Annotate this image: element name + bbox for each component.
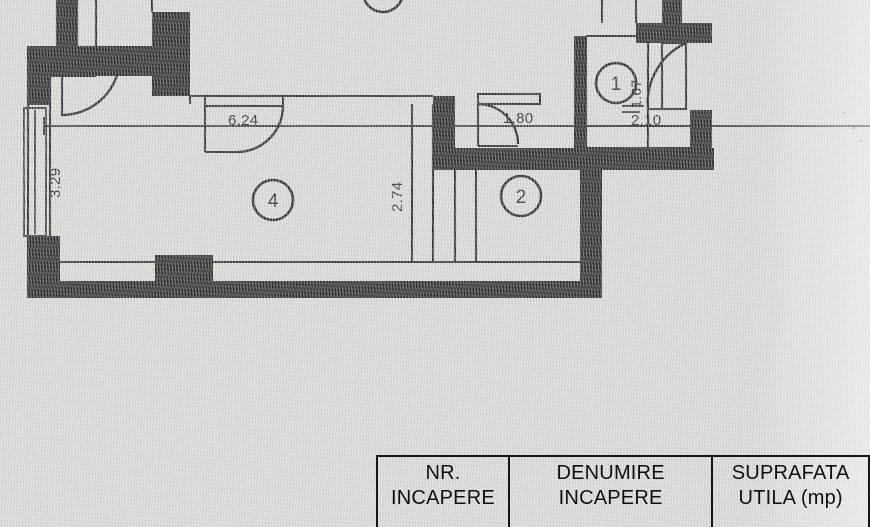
wall-room1-left: [574, 36, 586, 150]
door-arc-room2: [477, 102, 520, 145]
wall-top-left-stub: [57, 0, 76, 46]
dimension-labels: 6.24 1.80 2.10 3.29 2.74 1.67: [47, 80, 661, 212]
wall-room1-bottom: [602, 148, 714, 170]
room-marker-1-circle: [594, 61, 638, 105]
door-leaf-right-hall: [660, 41, 688, 111]
room-marker-4-label: 4: [268, 191, 279, 212]
wall-bottom-main: [28, 262, 600, 298]
wall-bottom-step-block: [155, 255, 213, 285]
table-header-denumire-line2: INCAPERE: [558, 487, 663, 509]
wall-room2-top: [455, 148, 602, 170]
table-header-cell-suprafata-utila: SUPRAFATA UTILA (mp): [713, 457, 868, 527]
room-marker-top-cut-circle: [363, 0, 403, 14]
table-header-cell-nr-incapere: NR. INCAPERE: [378, 457, 510, 527]
door-arc-center: [236, 105, 285, 154]
wall-left-window-jamb: [44, 236, 60, 272]
door-arc-upper-left: [61, 56, 122, 117]
table-header-nr-line2: INCAPERE: [391, 487, 495, 509]
room-schedule-table: NR. INCAPERE DENUMIRE INCAPERE SUPRAFATA…: [376, 455, 870, 527]
door-arc-right-hall: [646, 41, 687, 110]
table-header-denumire-line1: DENUMIRE: [556, 462, 665, 484]
dim-label-167: 1.67: [628, 80, 644, 108]
room-marker-4-circle: [251, 178, 295, 222]
table-header-nr-line1: NR.: [425, 462, 461, 484]
interior-line-work: [23, 0, 690, 298]
dim-label-210: 2.10: [631, 112, 661, 129]
wall-right-top-stub: [662, 0, 682, 25]
room-marker-2-label: 2: [516, 187, 527, 208]
paper-speck: [843, 112, 845, 114]
room-marker-2-circle: [499, 174, 543, 218]
dimension-lines: [43, 105, 870, 135]
table-header-suprafata-utila: SUPRAFATA UTILA (mp): [732, 461, 850, 511]
table-header-suprafata-line2: UTILA (mp): [738, 487, 843, 509]
table-header-suprafata-line1: SUPRAFATA: [731, 462, 850, 484]
wall-room2-left-vertical: [433, 96, 455, 170]
wall-center-pier-arm: [96, 46, 190, 76]
wall-structure: [28, 0, 714, 298]
dim-label-624: 6.24: [228, 112, 258, 129]
door-leaf-room2: [476, 92, 542, 106]
room-marker-1-label: 1: [611, 74, 622, 95]
dim-label-274: 2.74: [389, 182, 406, 212]
wall-left-exterior-upper: [28, 76, 50, 105]
table-header-denumire-incapere: DENUMIRE INCAPERE: [556, 461, 664, 511]
wall-room2-right: [580, 148, 602, 298]
paper-speck: [852, 126, 855, 129]
dim-label-329: 3.29: [47, 168, 64, 198]
wall-right-hall-top: [636, 23, 712, 43]
table-header-cell-denumire-incapere: DENUMIRE INCAPERE: [510, 457, 714, 527]
paper-speck: [860, 140, 862, 142]
door-leaf-top-left-2: [62, 45, 122, 60]
table-header-nr-incapere: NR. INCAPERE: [391, 461, 495, 511]
dim-label-180: 1.80: [503, 110, 533, 127]
door-leaf-center: [203, 94, 285, 108]
room-number-markers: 4 2 1: [251, 0, 638, 222]
